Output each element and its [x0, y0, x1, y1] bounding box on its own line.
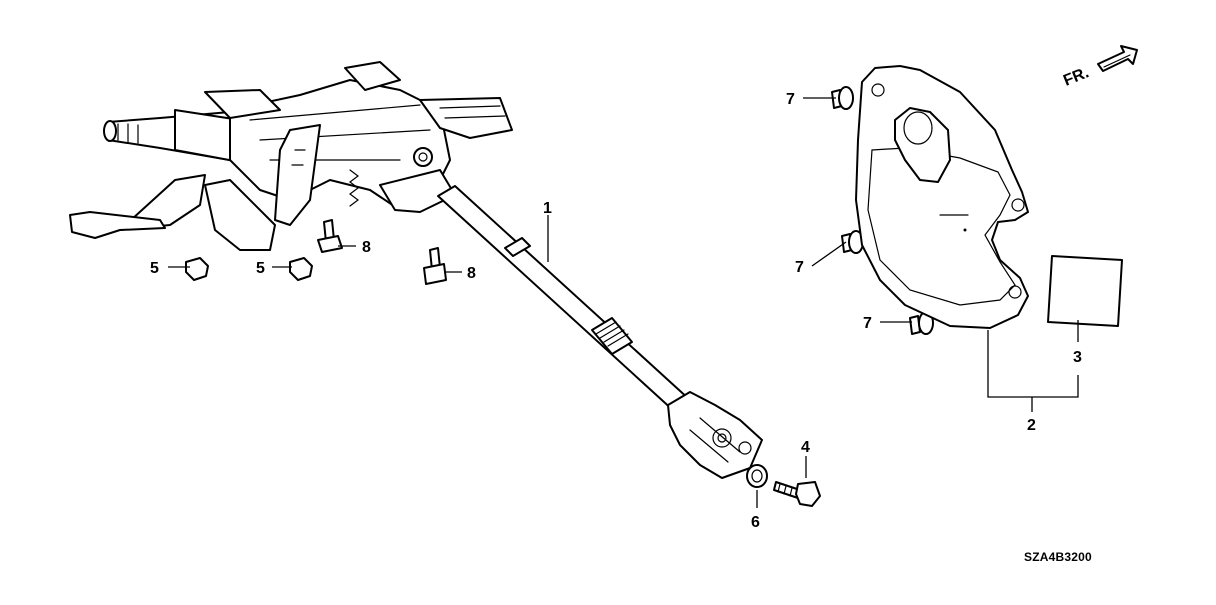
- callout-7-top: 7: [786, 91, 795, 108]
- clip-7-top: [831, 86, 854, 110]
- callout-8-upper: 8: [362, 239, 371, 256]
- nut-5-left: [185, 257, 209, 281]
- callout-6: 6: [751, 514, 760, 531]
- diagram-code: SZA4B3200: [1024, 550, 1092, 564]
- callout-1: 1: [543, 200, 552, 217]
- bolt-4: [773, 481, 821, 507]
- leader-lines: [168, 97, 1079, 508]
- steering-column-assembly: [69, 61, 513, 251]
- bolt-8-upper: [317, 219, 343, 253]
- callout-2: 2: [1027, 417, 1036, 434]
- intermediate-shaft: [437, 185, 763, 479]
- callout-5-right: 5: [256, 260, 265, 277]
- label-sticker: [1047, 255, 1123, 327]
- callout-4: 4: [801, 439, 810, 456]
- callout-8-lower: 8: [467, 265, 476, 282]
- front-direction-indicator: FR.: [1061, 45, 1138, 90]
- callout-7-bottom: 7: [863, 315, 872, 332]
- column-cover: [855, 65, 1029, 329]
- washer-6: [746, 464, 768, 488]
- nut-5-right: [289, 257, 313, 281]
- clip-7-middle: [841, 230, 864, 254]
- callout-numbers: 1 2 3 4 5 5 6 7 7 7 8 8: [150, 91, 1082, 531]
- front-arrow-label: FR.: [1061, 64, 1091, 89]
- callout-3: 3: [1073, 349, 1082, 366]
- callout-5-left: 5: [150, 260, 159, 277]
- bolt-8-lower: [423, 247, 447, 285]
- callout-7-middle: 7: [795, 259, 804, 276]
